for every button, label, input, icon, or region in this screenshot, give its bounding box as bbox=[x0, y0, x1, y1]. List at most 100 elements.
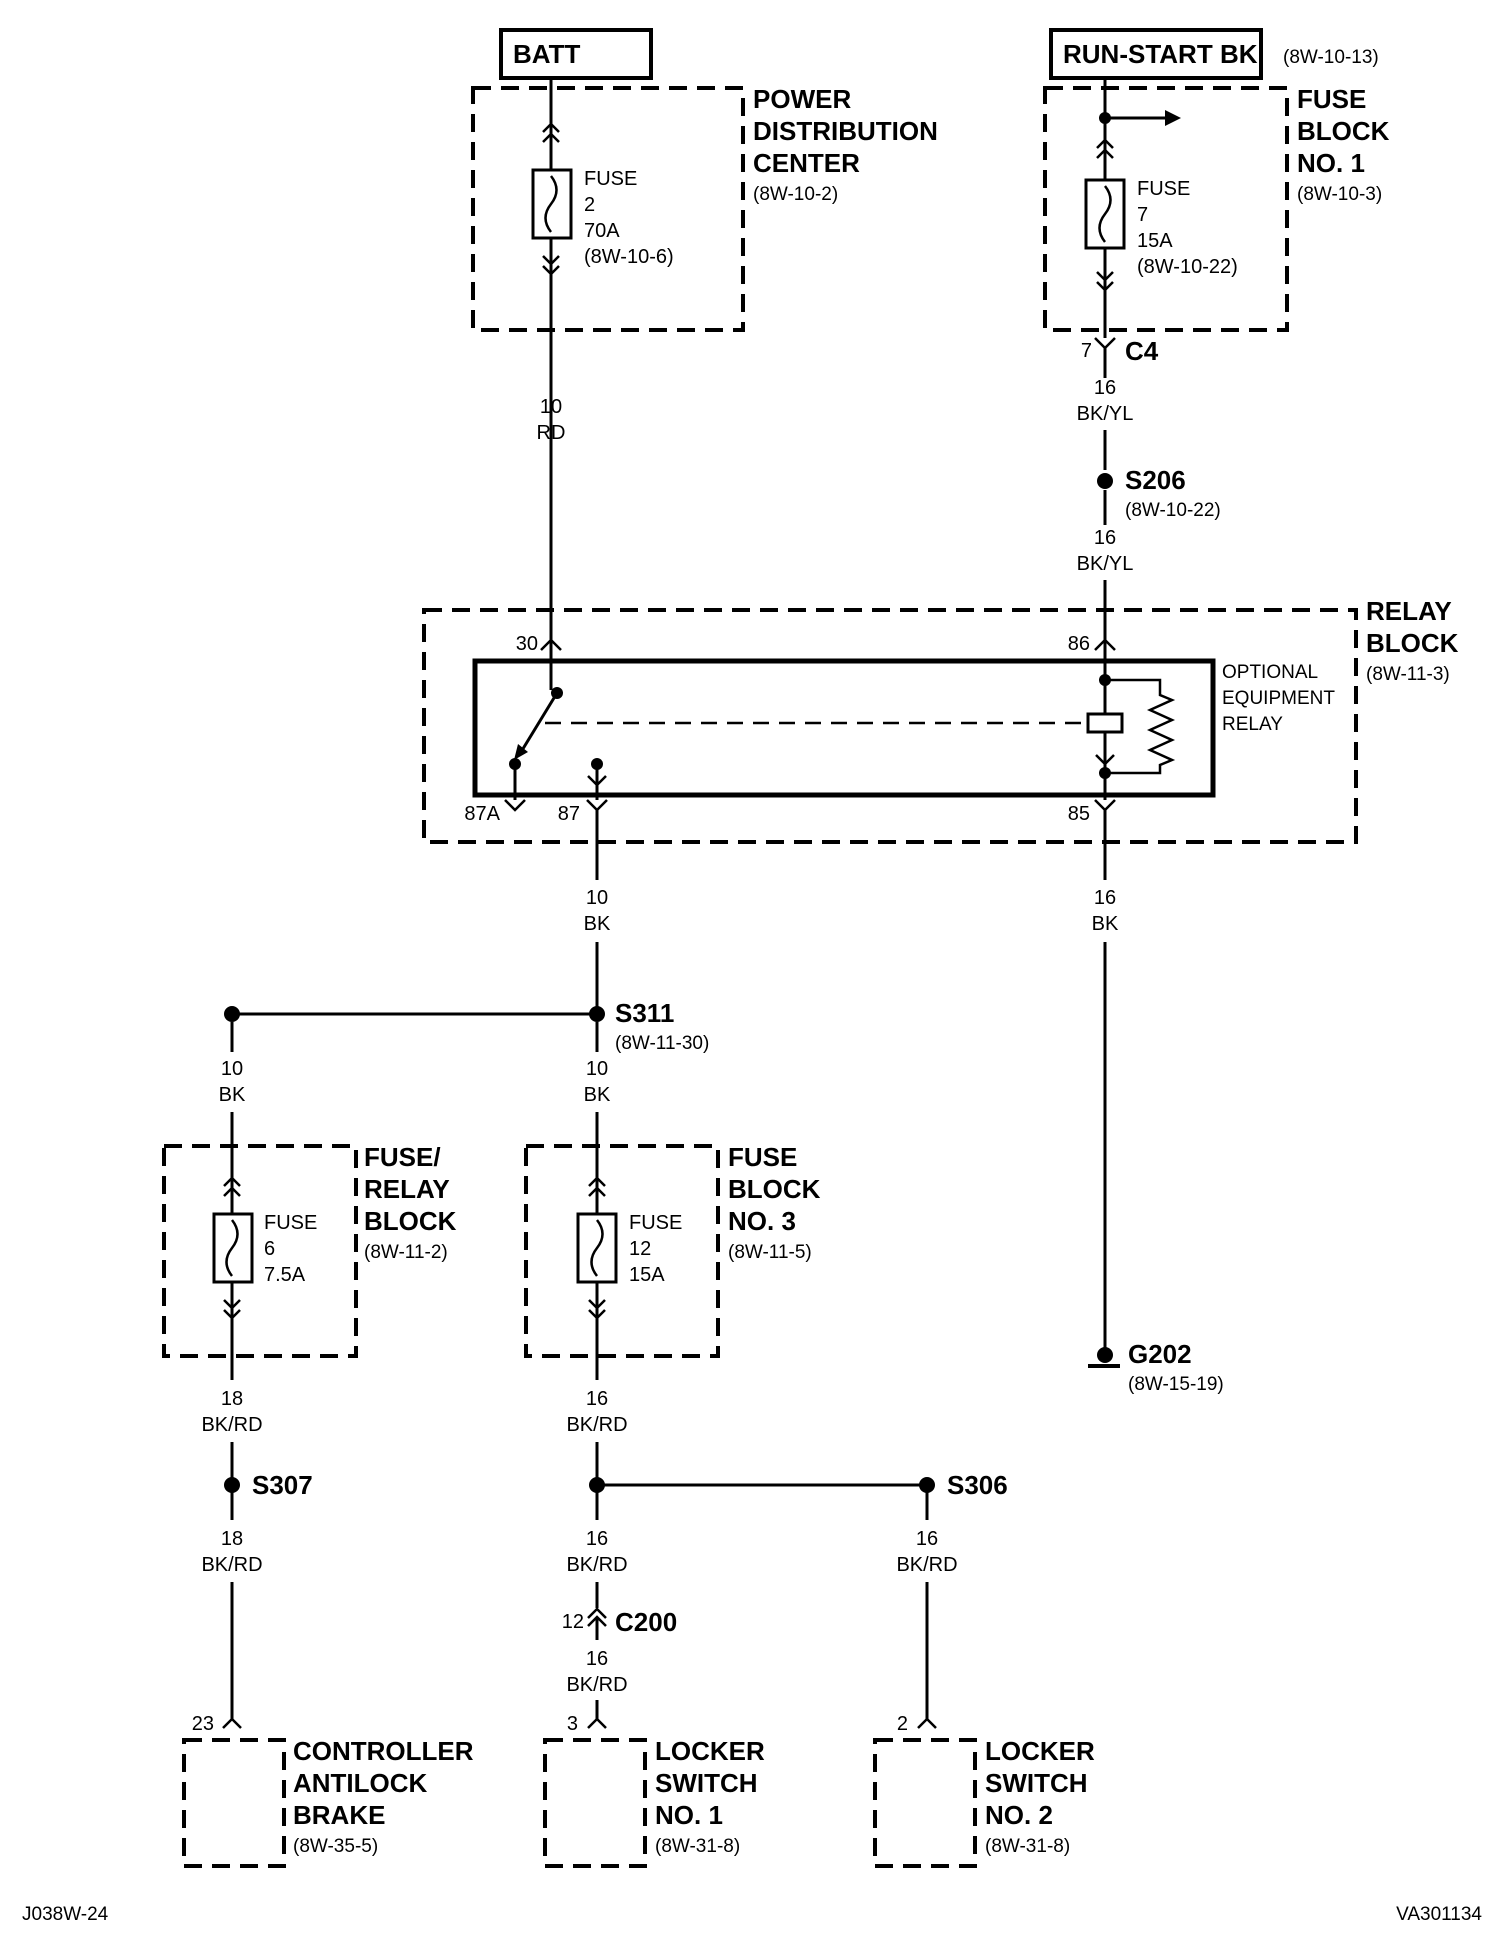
fuse-7: FUSE 7 15A (8W-10-22) bbox=[1084, 100, 1238, 338]
controller-antilock-brake: 23 CONTROLLER ANTILOCK BRAKE (8W-35-5) bbox=[182, 1713, 474, 1868]
c200-name: C200 bbox=[615, 1607, 677, 1637]
locker1-title-3: NO. 1 bbox=[655, 1800, 723, 1830]
pin-86-label: 86 bbox=[1068, 633, 1090, 655]
fuse-2: FUSE 2 70A (8W-10-6) bbox=[531, 100, 674, 280]
locker2-title-3: NO. 2 bbox=[985, 1800, 1053, 1830]
fuse-block-3: FUSE BLOCK NO. 3 (8W-11-5) bbox=[524, 1142, 821, 1358]
frb-title-1: FUSE/ bbox=[364, 1142, 441, 1172]
abs-title-3: BRAKE bbox=[293, 1800, 385, 1830]
splice-s206: S206 (8W-10-22) bbox=[1097, 465, 1221, 521]
power-distribution-center: POWER DISTRIBUTION CENTER (8W-10-2) bbox=[471, 84, 938, 332]
c4-pin: 7 bbox=[1081, 340, 1092, 362]
locker2-title-2: SWITCH bbox=[985, 1768, 1088, 1798]
fuse-7-number: 7 bbox=[1137, 204, 1148, 226]
wire-relay-g202-color: BK bbox=[1092, 913, 1119, 935]
fuse-12-number: 12 bbox=[629, 1238, 651, 1260]
wire-split-c200-gauge: 16 bbox=[586, 1528, 608, 1550]
pin-87-label: 87 bbox=[558, 803, 580, 825]
wire-s311-down-gauge: 10 bbox=[586, 1058, 608, 1080]
relay-resistor bbox=[1105, 678, 1176, 775]
batt-source: BATT bbox=[499, 28, 653, 80]
s311-name: S311 bbox=[615, 998, 674, 1028]
relay-name-1: OPTIONAL bbox=[1222, 662, 1318, 683]
abs-pin: 23 bbox=[192, 1713, 214, 1735]
splice-s306: S306 bbox=[589, 1470, 1008, 1500]
pdc-title-3: CENTER bbox=[753, 148, 860, 178]
wire-s311-left-gauge: 10 bbox=[221, 1058, 243, 1080]
locker1-title-1: LOCKER bbox=[655, 1736, 765, 1766]
s311-ref: (8W-11-30) bbox=[615, 1033, 709, 1054]
wire-batt-relay-gauge: 10 bbox=[540, 396, 562, 418]
wire-c4-s206-gauge: 16 bbox=[1094, 377, 1116, 399]
fuse-7-rating: 15A bbox=[1137, 230, 1173, 252]
pin-87a-connector bbox=[504, 799, 526, 812]
abs-ref: (8W-35-5) bbox=[293, 1836, 378, 1857]
locker1-title-2: SWITCH bbox=[655, 1768, 758, 1798]
fb3-ref: (8W-11-5) bbox=[728, 1242, 812, 1263]
fuse-7-ref: (8W-10-22) bbox=[1137, 256, 1238, 278]
wire-frb-s307-color: BK/RD bbox=[201, 1414, 262, 1436]
locker2-pin: 2 bbox=[897, 1713, 908, 1735]
locker1-ref: (8W-31-8) bbox=[655, 1836, 740, 1857]
relay-block: RELAY BLOCK (8W-11-3) bbox=[422, 596, 1459, 844]
wire-relay-g202-gauge: 16 bbox=[1094, 887, 1116, 909]
splice-s311: S311 (8W-11-30) bbox=[224, 998, 709, 1054]
fb3-title-2: BLOCK bbox=[728, 1174, 821, 1204]
locker-switch-1: 3 LOCKER SWITCH NO. 1 (8W-31-8) bbox=[543, 1713, 765, 1868]
fb1-ref: (8W-10-3) bbox=[1297, 184, 1382, 205]
fb3-title-3: NO. 3 bbox=[728, 1206, 796, 1236]
wire-s311-left-color: BK bbox=[219, 1084, 246, 1106]
run-start-label: RUN-START BK bbox=[1063, 39, 1258, 69]
pin-85-label: 85 bbox=[1068, 803, 1090, 825]
wire-relay-s311-gauge: 10 bbox=[586, 887, 608, 909]
fuse-2-number: 2 bbox=[584, 194, 595, 216]
wire-fb3-split-color: BK/RD bbox=[566, 1414, 627, 1436]
locker-switch-2: 2 LOCKER SWITCH NO. 2 (8W-31-8) bbox=[873, 1713, 1095, 1868]
fuse-6-number: 6 bbox=[264, 1238, 275, 1260]
relay-block-title-1: RELAY bbox=[1366, 596, 1452, 626]
wire-fb3-split-gauge: 16 bbox=[586, 1388, 608, 1410]
frb-title-2: RELAY bbox=[364, 1174, 450, 1204]
s307-name: S307 bbox=[252, 1470, 313, 1500]
fb3-title-1: FUSE bbox=[728, 1142, 797, 1172]
s206-ref: (8W-10-22) bbox=[1125, 500, 1221, 521]
g202-name: G202 bbox=[1128, 1339, 1192, 1369]
fuse-6-label: FUSE bbox=[264, 1212, 317, 1234]
wire-relay-s311-color: BK bbox=[584, 913, 611, 935]
c4-name: C4 bbox=[1125, 336, 1159, 366]
wire-s306-locker2-color: BK/RD bbox=[896, 1554, 957, 1576]
fuse-2-label: FUSE bbox=[584, 168, 637, 190]
wire-c4-s206-color: BK/YL bbox=[1077, 403, 1134, 425]
wire-s311-down-color: BK bbox=[584, 1084, 611, 1106]
fuse-2-rating: 70A bbox=[584, 220, 620, 242]
connector-c4: 7 C4 bbox=[1081, 336, 1159, 366]
wire-split-c200-color: BK/RD bbox=[566, 1554, 627, 1576]
wire-s206-relay-color: BK/YL bbox=[1077, 553, 1134, 575]
locker2-title-1: LOCKER bbox=[985, 1736, 1095, 1766]
relay-coil bbox=[1086, 712, 1124, 734]
splice-s307: S307 bbox=[224, 1470, 313, 1500]
wire-frb-s307-gauge: 18 bbox=[221, 1388, 243, 1410]
relay-block-title-2: BLOCK bbox=[1366, 628, 1459, 658]
locker1-pin: 3 bbox=[567, 1713, 578, 1735]
fuse-block-1: FUSE BLOCK NO. 1 (8W-10-3) bbox=[1043, 84, 1390, 332]
fuse-12-label: FUSE bbox=[629, 1212, 682, 1234]
c200-pin: 12 bbox=[562, 1611, 584, 1633]
wire-s307-abs-gauge: 18 bbox=[221, 1528, 243, 1550]
fuse-6-rating: 7.5A bbox=[264, 1264, 306, 1286]
pdc-ref: (8W-10-2) bbox=[753, 184, 838, 205]
fuse-6: FUSE 6 7.5A bbox=[212, 1176, 317, 1356]
abs-title-2: ANTILOCK bbox=[293, 1768, 428, 1798]
run-start-ref: (8W-10-13) bbox=[1283, 47, 1379, 68]
fuse-7-label: FUSE bbox=[1137, 178, 1190, 200]
locker2-ref: (8W-31-8) bbox=[985, 1836, 1070, 1857]
fb1-title-3: NO. 1 bbox=[1297, 148, 1365, 178]
g202-ref: (8W-15-19) bbox=[1128, 1374, 1224, 1395]
relay-switch-arm bbox=[519, 692, 559, 753]
connector-c200: 12 C200 bbox=[562, 1607, 677, 1640]
wire-c200-locker1-gauge: 16 bbox=[586, 1648, 608, 1670]
wire-batt-relay-color: RD bbox=[537, 422, 566, 444]
frb-ref: (8W-11-2) bbox=[364, 1242, 448, 1263]
batt-label: BATT bbox=[513, 39, 581, 69]
